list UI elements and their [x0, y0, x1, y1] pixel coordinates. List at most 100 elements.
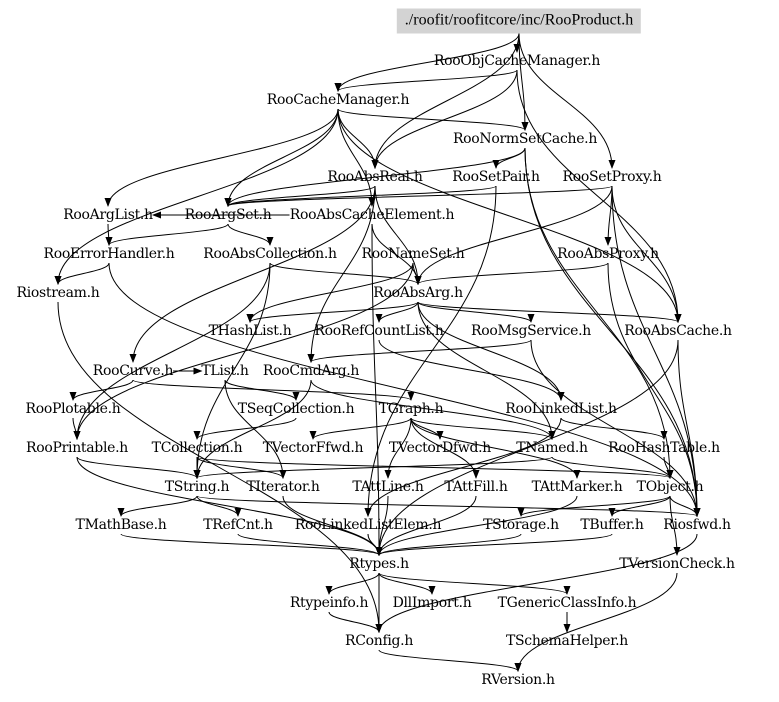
- edge-rooabscacheelement-to-rtypes: [371, 223, 383, 556]
- node-tversioncheck[interactable]: TVersionCheck.h: [619, 556, 735, 572]
- node-titerator[interactable]: TIterator.h: [246, 479, 320, 495]
- node-roonormsetcache[interactable]: RooNormSetCache.h: [452, 131, 598, 147]
- edge-roocmdarg-to-tnamed: [310, 379, 556, 440]
- edge-roocachemanager-to-roonormsetcache: [337, 108, 529, 131]
- node-rooprintable[interactable]: RooPrintable.h: [26, 440, 128, 456]
- edge-rooerrorhandler-to-riosfwd: [108, 262, 701, 517]
- edge-rtypes-to-rtypeinfo: [325, 572, 380, 595]
- edge-rooabscollection-to-tstring: [193, 262, 271, 479]
- edge-tobject-to-tversioncheck: [669, 495, 681, 556]
- edge-tobject-to-tbuffer: [608, 495, 671, 517]
- edge-tattfill-to-rtypes: [375, 495, 477, 556]
- edge-tobject-to-tstorage: [517, 495, 671, 517]
- edge-root-to-rooabsreal: [371, 33, 520, 169]
- node-roorefcountlist[interactable]: RooRefCountList.h: [314, 323, 444, 339]
- node-roomsgservice[interactable]: RooMsgService.h: [471, 323, 591, 339]
- node-tattfill[interactable]: TAttFill.h: [444, 479, 508, 495]
- edge-roonormsetcache-to-roosetpair: [492, 147, 526, 169]
- edge-rooabsreal-to-rooargset: [224, 185, 376, 207]
- edge-rooprintable-to-rtypes: [76, 456, 383, 556]
- node-rooabsproxy[interactable]: RooAbsProxy.h: [557, 246, 659, 262]
- node-rooerrorhandler[interactable]: RooErrorHandler.h: [43, 246, 175, 262]
- edge-rooabsarg-to-tnamed: [417, 301, 556, 440]
- edge-rooabsreal-to-roocmdarg: [307, 185, 376, 363]
- edge-roonameset-to-rooprintable: [73, 262, 414, 440]
- node-dllimport[interactable]: DllImport.h: [392, 595, 472, 611]
- edge-rooargset-to-rooerrorhandler: [105, 223, 229, 246]
- edge-roocachemanager-to-riostream: [54, 108, 339, 285]
- node-rversion[interactable]: RVersion.h: [481, 672, 555, 688]
- node-riosfwd[interactable]: Riosfwd.h: [663, 517, 731, 533]
- node-roocurve[interactable]: RooCurve.h: [92, 363, 174, 379]
- node-rconfig[interactable]: RConfig.h: [344, 633, 414, 649]
- node-roocachemanager[interactable]: RooCacheManager.h: [266, 92, 410, 108]
- node-thashlist[interactable]: THashList.h: [208, 323, 292, 339]
- edge-roocmdarg-to-tstring: [193, 379, 312, 479]
- edge-roocurve-to-rooplotable: [69, 379, 134, 401]
- node-tvectordfwd[interactable]: TVectorDfwd.h: [389, 440, 491, 456]
- edge-rooabsreal-to-roocurve: [129, 185, 376, 363]
- node-tschemahelper[interactable]: TSchemaHelper.h: [505, 633, 629, 649]
- node-tmathbase[interactable]: TMathBase.h: [75, 517, 167, 533]
- edge-riosfwd-to-rconfig: [375, 533, 698, 633]
- edge-roosetproxy-to-riosfwd: [611, 185, 701, 517]
- node-tobject[interactable]: TObject.h: [636, 479, 704, 495]
- node-tvectorffwd[interactable]: TVectorFfwd.h: [262, 440, 364, 456]
- edge-roomsgservice-to-riosfwd: [530, 339, 701, 517]
- edge-roosetpair-to-roolinkedlistelem: [364, 185, 497, 517]
- edge-rooabscache-to-riosfwd: [677, 339, 701, 517]
- node-tlist[interactable]: TList.h: [201, 363, 249, 379]
- edge-rooabscache-to-rtypes: [375, 339, 679, 556]
- node-roosetpair[interactable]: RooSetPair.h: [452, 169, 540, 185]
- node-rooabscacheelement[interactable]: RooAbsCacheElement.h: [289, 207, 455, 223]
- node-tattline[interactable]: TAttLine.h: [352, 479, 424, 495]
- node-riostream[interactable]: Riostream.h: [16, 285, 100, 301]
- edge-rooabsarg-to-roomsgservice: [417, 301, 535, 323]
- node-rooargset[interactable]: RooArgSet.h: [184, 207, 272, 223]
- node-tnamed[interactable]: TNamed.h: [516, 440, 588, 456]
- edge-roonameset-to-thashlist: [246, 262, 414, 323]
- edge-rooplotable-to-rooprintable: [72, 417, 81, 440]
- node-tbuffer[interactable]: TBuffer.h: [580, 517, 644, 533]
- edge-rooabsarg-to-roolinkedlist: [417, 301, 565, 401]
- node-rooabscache[interactable]: RooAbsCache.h: [624, 323, 732, 339]
- node-roonameset[interactable]: RooNameSet.h: [361, 246, 465, 262]
- node-rooabsarg[interactable]: RooAbsArg.h: [373, 285, 463, 301]
- edge-rooabscollection-to-rooabsarg: [269, 262, 422, 285]
- edge-root-to-roocachemanager: [334, 33, 520, 92]
- node-trefcnt[interactable]: TRefCnt.h: [203, 517, 273, 533]
- node-tstorage[interactable]: TStorage.h: [483, 517, 559, 533]
- node-tcollection[interactable]: TCollection.h: [151, 440, 243, 456]
- edge-rooabsreal-to-rooabsarg: [374, 185, 422, 285]
- edge-rooabsarg-to-roorefcountlist: [375, 301, 419, 323]
- node-roolinkedlist[interactable]: RooLinkedList.h: [505, 401, 617, 417]
- node-tattmarker[interactable]: TAttMarker.h: [531, 479, 623, 495]
- node-tgraph[interactable]: TGraph.h: [378, 401, 444, 417]
- edge-rtypes-to-dllimport: [378, 572, 436, 595]
- node-rtypeinfo[interactable]: Rtypeinfo.h: [289, 595, 369, 611]
- node-tgenericclassinfo[interactable]: TGenericClassInfo.h: [497, 595, 637, 611]
- edge-tgraph-to-tattmarker: [410, 417, 581, 479]
- edge-roosetpair-to-rooargset: [224, 185, 497, 207]
- node-tseqcollection[interactable]: TSeqCollection.h: [237, 401, 355, 417]
- edge-tgraph-to-tnamed: [410, 417, 556, 440]
- node-roohashtable[interactable]: RooHashTable.h: [608, 440, 720, 456]
- node-rooplotable[interactable]: RooPlotable.h: [25, 401, 121, 417]
- edge-rooprintable-to-tstring: [76, 456, 201, 479]
- node-rooabscollection[interactable]: RooAbsCollection.h: [203, 246, 337, 262]
- node-rooarglist[interactable]: RooArgList.h: [63, 207, 153, 223]
- node-roocmdarg[interactable]: RooCmdArg.h: [262, 363, 360, 379]
- edge-tobject-to-riosfwd: [669, 495, 701, 517]
- edge-rooabsproxy-to-riosfwd: [607, 262, 701, 517]
- node-roolinkedlistelem[interactable]: RooLinkedListElem.h: [294, 517, 442, 533]
- node-root-rooproduct[interactable]: ./roofit/roofitcore/inc/RooProduct.h: [396, 8, 642, 34]
- edge-rooargset-to-rooabscollection: [227, 223, 274, 246]
- node-rtypes[interactable]: Rtypes.h: [349, 556, 409, 572]
- edge-roorefcountlist-to-roolinkedlist: [378, 339, 565, 401]
- node-tstring[interactable]: TString.h: [164, 479, 230, 495]
- edge-tseqcollection-to-tcollection: [193, 417, 297, 440]
- node-rooobjcachemanager[interactable]: RooObjCacheManager.h: [433, 53, 601, 69]
- node-rooabsreal[interactable]: RooAbsReal.h: [327, 169, 423, 185]
- node-roosetproxy[interactable]: RooSetProxy.h: [562, 169, 662, 185]
